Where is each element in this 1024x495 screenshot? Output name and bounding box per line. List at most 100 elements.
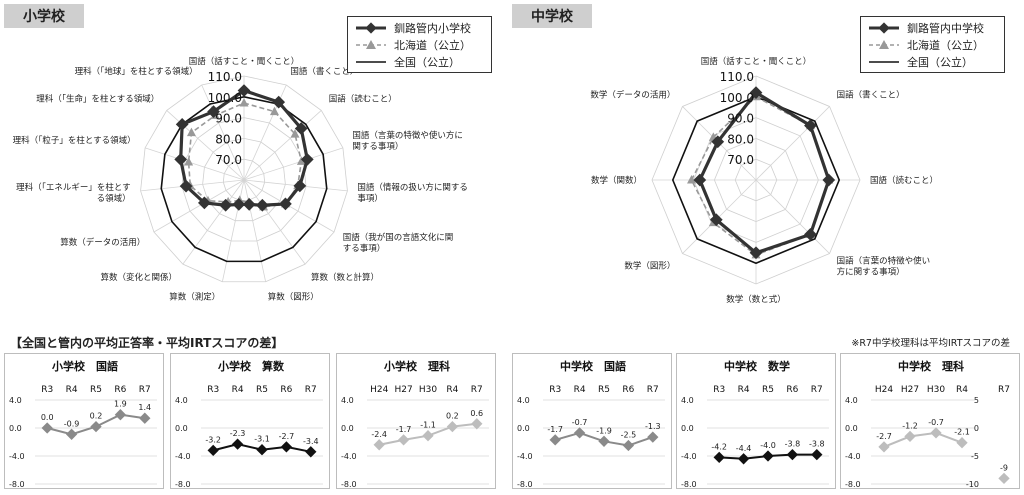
y-tick-label: 4.0 — [517, 396, 530, 405]
panel-title: 小学校 国語 — [51, 359, 118, 373]
radar-point — [242, 198, 256, 211]
data-point — [811, 448, 823, 461]
radar-tick-label: 80.0 — [215, 132, 242, 146]
panel-title: 小学校 算数 — [217, 359, 285, 373]
radar-tick-label: 70.0 — [215, 153, 242, 167]
radar-axis-label-line: 国語（言葉の特徴や使い — [837, 256, 931, 267]
radar-elementary: 70.080.090.0100.0110.0国語（話すこと・聞くこと）国語（書く… — [13, 56, 468, 303]
radar-point — [255, 198, 269, 212]
radar-grid-ring — [202, 137, 286, 222]
radar-spoke — [243, 179, 306, 265]
category-label: R3 — [41, 385, 53, 395]
radar-point — [822, 173, 836, 187]
legend-entry: 釧路管内中学校 — [867, 19, 996, 36]
radar-axis-label: 数学（数と式） — [726, 294, 786, 305]
data-point — [930, 427, 942, 439]
radar-point — [279, 197, 292, 211]
data-label: -4.2 — [711, 442, 727, 451]
data-point — [647, 431, 659, 443]
radar-spoke — [755, 179, 830, 254]
radar-axis-label: 国語（書くこと） — [290, 66, 358, 77]
panel-title: 中学校 国語 — [560, 359, 626, 373]
radar-axis-label: 数学（図形） — [624, 261, 675, 272]
y-tick-label: -8.0 — [681, 480, 697, 489]
panel-title: 中学校 数学 — [724, 359, 790, 373]
data-point — [471, 418, 483, 430]
radar-point — [269, 106, 279, 116]
radar-axis-label: 国語（話すこと・聞くこと） — [189, 56, 300, 67]
data-label: 0.0 — [41, 413, 54, 422]
category-label: R7 — [811, 385, 823, 395]
radar-grid-ring — [181, 117, 307, 242]
radar-axis-label: 算数（変化と関係） — [100, 272, 177, 283]
y-tick-label: 4.0 — [845, 396, 858, 405]
category-label: R7 — [647, 385, 659, 395]
radar-tick-label: 110.0 — [208, 70, 242, 84]
data-point — [90, 420, 102, 433]
data-point — [397, 434, 410, 446]
radar-axis-label: 数学（データの活用） — [590, 89, 675, 100]
data-label: -3.1 — [254, 435, 270, 444]
y-tick-label: -8.0 — [845, 480, 861, 489]
radar-spoke — [243, 110, 322, 181]
data-label: 0.6 — [470, 409, 483, 418]
data-label: -1.9 — [596, 426, 612, 435]
legend-entry: 全国（公立） — [867, 53, 996, 70]
data-point — [139, 412, 151, 424]
data-label: -1.7 — [396, 425, 412, 434]
data-label: -4.4 — [736, 444, 752, 453]
data-label: -1.3 — [645, 422, 661, 431]
category-label: R4 — [232, 385, 244, 395]
y-tick-label: -4.0 — [9, 452, 25, 461]
legend-entry: 北海道（公立） — [867, 36, 996, 53]
radar-axis-label-line: 数学（データの活用） — [590, 89, 675, 100]
radar-point — [237, 84, 251, 97]
data-point — [41, 422, 53, 434]
data-label: 0.2 — [446, 412, 459, 421]
category-label: R4 — [446, 385, 458, 395]
radar-point — [296, 156, 306, 165]
data-label: -0.7 — [572, 418, 588, 427]
radar-tick-label: 80.0 — [727, 132, 754, 146]
category-label: H24 — [370, 385, 388, 395]
radar-point — [294, 122, 308, 135]
radar-axis-label: 数学（関数） — [591, 175, 642, 186]
data-point — [998, 472, 1010, 485]
category-label: R4 — [66, 385, 78, 395]
radar-spoke — [243, 179, 267, 282]
radar-axis-label: 国語（言葉の特徴や使い方に関する事項） — [837, 256, 931, 278]
radar-axis-label-line: 国語（話すこと・聞くこと） — [189, 56, 300, 67]
y-tick-label: 0.0 — [175, 424, 188, 433]
radar-series-line — [187, 102, 303, 208]
radar-point — [198, 196, 211, 210]
radar-point — [219, 198, 233, 212]
radar-tick-label: 100.0 — [208, 91, 242, 105]
irt-note: ※R7中学校理科は平均IRTスコアの差 — [851, 338, 1010, 349]
legend-label: 釧路管内中学校 — [907, 21, 984, 35]
y-tick-label: 0.0 — [341, 424, 354, 433]
radar-axis-label-line: 算数（数と計算） — [311, 272, 379, 283]
data-point — [737, 453, 750, 465]
series-line — [883, 431, 963, 448]
data-label: -4.0 — [760, 441, 776, 450]
radar-axis-label: 理科（「エネルギー」を柱とする領域） — [16, 182, 131, 204]
radar-tick-label: 90.0 — [727, 112, 754, 126]
radar-series-line — [160, 95, 328, 263]
radar-point — [184, 157, 194, 166]
radar-spoke — [201, 84, 245, 181]
data-point — [786, 448, 799, 461]
category-label: R7 — [998, 385, 1010, 395]
data-label: -0.9 — [64, 419, 80, 428]
radar-point — [207, 105, 220, 118]
radar-axis-label-line: 数学（数と式） — [726, 294, 786, 305]
radar-series-line — [671, 95, 841, 265]
y-tick-label: -4.0 — [845, 452, 861, 461]
category-label: R5 — [598, 385, 610, 395]
radar-axis-label-line: 理科（「粒子」を柱とする領域） — [13, 135, 136, 146]
data-point — [422, 430, 434, 442]
radar-tick-label: 70.0 — [727, 153, 754, 167]
